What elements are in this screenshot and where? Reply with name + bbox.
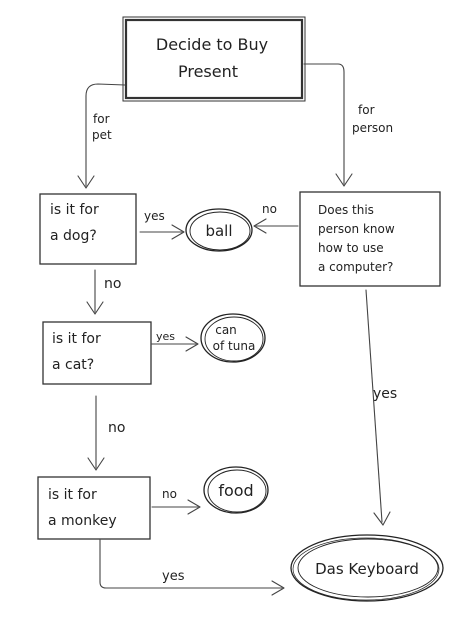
edge-monkey-yes bbox=[99, 539, 285, 596]
monkey-yes-label: yes bbox=[162, 569, 185, 584]
edge-dog-yes bbox=[139, 224, 185, 240]
cat-question-node: is it for a cat? bbox=[42, 321, 152, 385]
cat-question-line1: is it for bbox=[52, 331, 101, 347]
edge-computer-no bbox=[253, 218, 299, 234]
monkey-no-label: no bbox=[162, 487, 177, 501]
monkey-question-line1: is it for bbox=[48, 487, 97, 503]
ball-outcome: ball bbox=[185, 208, 253, 252]
dog-no-label: no bbox=[104, 276, 121, 292]
edge-computer-yes bbox=[365, 289, 391, 526]
cat-no-label: no bbox=[108, 420, 125, 436]
for-pet-line1: for bbox=[93, 112, 110, 126]
start-node: Decide to Buy Present bbox=[122, 16, 306, 102]
keyboard-outcome: Das Keyboard bbox=[290, 534, 444, 602]
computer-yes-label: yes bbox=[373, 386, 397, 402]
dog-question-line1: is it for bbox=[50, 202, 99, 218]
for-pet-line2: pet bbox=[92, 128, 112, 142]
monkey-question-line2: a monkey bbox=[48, 513, 117, 529]
tuna-outcome: can of tuna bbox=[200, 313, 266, 363]
start-node-line2: Present bbox=[178, 62, 238, 81]
tuna-line1: can bbox=[215, 323, 237, 337]
edge-cat-yes bbox=[151, 336, 199, 352]
edge-for-pet bbox=[77, 83, 126, 189]
cat-question-line2: a cat? bbox=[52, 357, 94, 373]
computer-question-node: Does this person know how to use a compu… bbox=[299, 191, 441, 287]
edge-dog-no bbox=[86, 269, 104, 315]
computer-question-line1: Does this bbox=[318, 203, 374, 217]
computer-no-label: no bbox=[262, 202, 277, 216]
computer-question-line3: how to use bbox=[318, 241, 384, 255]
edge-cat-no bbox=[87, 395, 105, 471]
ball-label: ball bbox=[205, 222, 232, 240]
for-person-line2: person bbox=[352, 121, 393, 135]
monkey-question-node: is it for a monkey bbox=[37, 476, 151, 540]
food-label: food bbox=[218, 481, 253, 500]
dog-question-line2: a dog? bbox=[50, 228, 97, 244]
keyboard-label: Das Keyboard bbox=[315, 560, 419, 578]
dog-yes-label: yes bbox=[144, 209, 165, 223]
tuna-line2: of tuna bbox=[213, 339, 256, 353]
computer-question-line2: person know bbox=[318, 222, 395, 236]
food-outcome: food bbox=[203, 466, 269, 514]
dog-question-node: is it for a dog? bbox=[39, 193, 137, 265]
start-node-line1: Decide to Buy bbox=[156, 35, 268, 54]
for-person-line1: for bbox=[358, 103, 375, 117]
cat-yes-label: yes bbox=[156, 330, 175, 343]
edge-monkey-no bbox=[151, 499, 201, 515]
edge-for-person bbox=[303, 63, 353, 187]
computer-question-line4: a computer? bbox=[318, 260, 393, 274]
